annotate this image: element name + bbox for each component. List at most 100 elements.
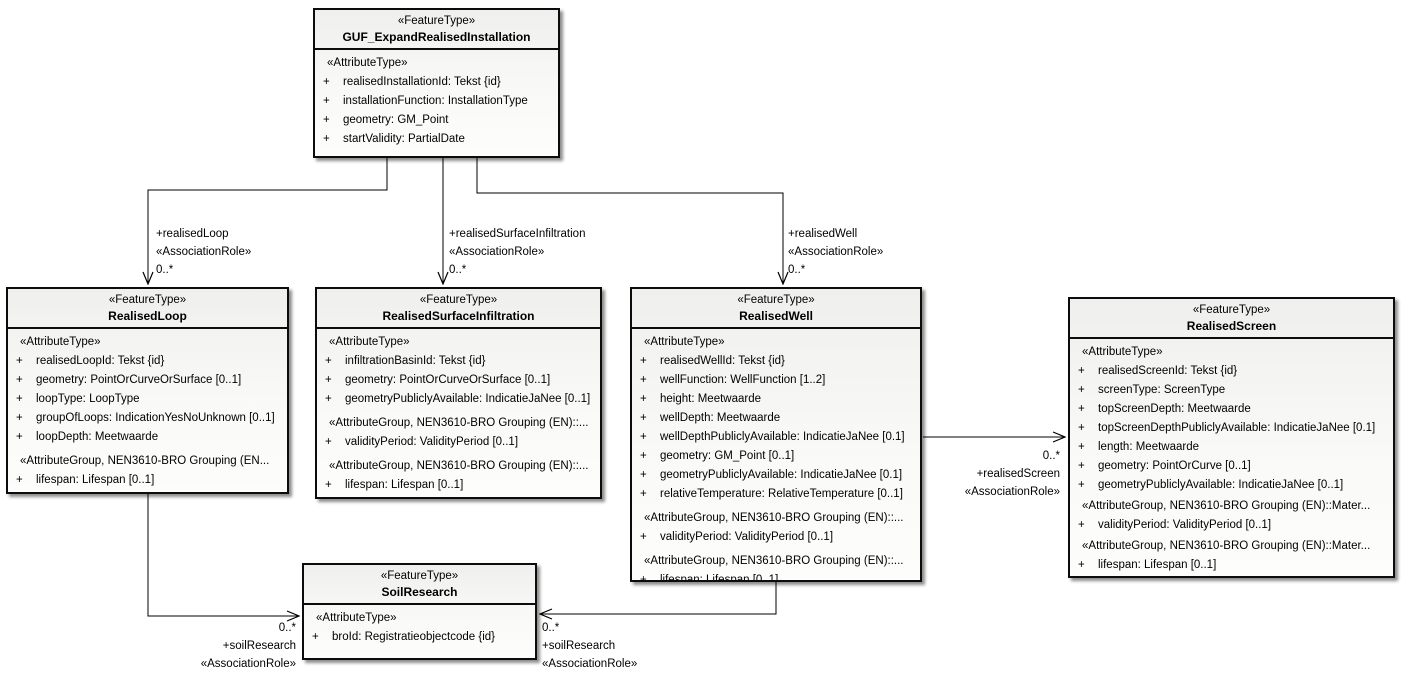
stereotype-row: «AttributeGroup, NEN3610-BRO Grouping (E… (317, 414, 598, 433)
attribute-text: validityPeriod: ValidityPeriod [0..1] (660, 531, 834, 543)
visibility-plus: + (325, 479, 332, 491)
visibility-plus: + (16, 355, 23, 367)
visibility-plus: + (1078, 479, 1085, 491)
attribute-row: + validityPeriod: ValidityPeriod [0..1] (632, 528, 918, 547)
class-realised-loop[interactable]: «FeatureType» RealisedLoop «AttributeTyp… (6, 287, 289, 494)
attribute-text: broId: Registratieobjectcode {id} (332, 631, 496, 643)
class-guf-expand-realised-installation[interactable]: «FeatureType» GUF_ExpandRealisedInstalla… (313, 8, 560, 158)
attribute-text: validityPeriod: ValidityPeriod [0..1] (1098, 519, 1272, 531)
association-label-realised-surface-infiltration: +realisedSurfaceInfiltration «Associatio… (449, 225, 585, 279)
attribute-row: +geometryPubliclyAvailable: IndicatieJaN… (632, 466, 918, 485)
visibility-plus: + (16, 374, 23, 386)
attribute-text: lifespan: Lifespan [0..1] (660, 574, 779, 582)
visibility-plus: + (1078, 365, 1085, 377)
multiplicity: 0..* (449, 264, 467, 276)
attribute-row: +realisedWellId: Tekst {id} (632, 352, 918, 371)
association-label-soil-research-left: 0..* +soilResearch «AssociationRole» (201, 619, 296, 673)
class-realised-screen[interactable]: «FeatureType» RealisedScreen «AttributeT… (1068, 297, 1395, 578)
visibility-plus: + (640, 355, 647, 367)
class-name: RealisedSurfaceInfiltration (382, 309, 535, 323)
attribute-compartment: «AttributeType»+realisedScreenId: Tekst … (1070, 339, 1393, 575)
connector-soil-research-left (147, 493, 299, 616)
attribute-row: +lifespan: Lifespan [0..1] (8, 471, 285, 490)
attribute-text: infiltrationBasinId: Tekst {id} (345, 355, 486, 367)
stereotype-text: «AttributeGroup, NEN3610-BRO Grouping (E… (329, 417, 589, 429)
visibility-plus: + (640, 431, 647, 443)
attribute-row: + geometry: PointOrCurve [0..1] (1070, 457, 1391, 476)
role-name: +realisedSurfaceInfiltration (449, 228, 586, 240)
class-name: SoilResearch (381, 585, 458, 599)
attribute-text: geometry: PointOrCurve [0..1] (1098, 460, 1251, 472)
attribute-row: + geometry: PointOrCurveOrSurface [0..1] (8, 371, 285, 390)
attribute-text: startValidity: PartialDate (343, 133, 465, 145)
class-name: RealisedLoop (108, 309, 187, 323)
stereotype-row: «AttributeGroup, NEN3610-BRO Grouping (E… (1070, 497, 1391, 516)
visibility-plus: + (1078, 441, 1085, 453)
attribute-row: + wellDepthPubliclyAvailable: IndicatieJa… (632, 428, 918, 447)
visibility-plus: + (640, 450, 647, 462)
visibility-plus: + (640, 412, 647, 424)
attribute-text: loopDepth: Meetwaarde (36, 431, 159, 443)
class-soil-research[interactable]: «FeatureType» SoilResearch «AttributeTyp… (302, 563, 537, 660)
role-stereotype: «AssociationRole» (200, 658, 296, 670)
attribute-text: geometry: PointOrCurveOrSurface [0..1] (36, 374, 242, 386)
stereotype-text: «AttributeGroup, NEN3610-BRO Grouping (E… (20, 455, 270, 467)
attribute-row: +topScreenDepth: Meetwaarde (1070, 400, 1391, 419)
stereotype-row: «AttributeGroup, NEN3610-BRO Grouping (E… (632, 552, 918, 571)
class-title: «FeatureType» RealisedScreen (1070, 299, 1393, 339)
visibility-plus: + (640, 531, 647, 543)
attribute-row: +length: Meetwaarde (1070, 438, 1391, 457)
visibility-plus: + (1078, 384, 1085, 396)
visibility-plus: + (325, 393, 332, 405)
role-stereotype: «AssociationRole» (156, 246, 252, 258)
attribute-text: topScreenDepthPubliclyAvailable: Indicat… (1098, 422, 1376, 434)
visibility-plus: + (640, 374, 647, 386)
attribute-text: wellDepthPubliclyAvailable: IndicatieJaN… (660, 431, 905, 443)
attribute-text: geometry: GM_Point [0..1] (660, 450, 795, 462)
class-stereotype: «FeatureType» (397, 15, 476, 27)
attribute-text: loopType: LoopType (36, 393, 140, 405)
association-label-realised-loop: +realisedLoop «AssociationRole» 0..* (156, 225, 251, 279)
stereotype-row: «AttributeGroup, NEN3610-BRO Grouping (E… (8, 452, 285, 471)
class-title: «FeatureType» RealisedLoop (8, 289, 287, 329)
attribute-compartment: «AttributeType»+realisedWellId: Tekst {i… (632, 329, 920, 582)
stereotype-text: «AttributeGroup, NEN3610-BRO Grouping (E… (644, 512, 904, 524)
attribute-text: geometryPubliclyAvailable: IndicatieJaNe… (660, 469, 903, 481)
visibility-plus: + (1078, 519, 1085, 531)
visibility-plus: + (323, 133, 330, 145)
stereotype-row: «AttributeType» (8, 333, 285, 352)
visibility-plus: + (1078, 559, 1085, 571)
multiplicity: 0..* (1042, 450, 1060, 462)
class-realised-well[interactable]: «FeatureType» RealisedWell «AttributeTyp… (630, 287, 922, 582)
class-realised-surface-infiltration[interactable]: «FeatureType» RealisedSurfaceInfiltratio… (315, 287, 602, 499)
visibility-plus: + (1078, 460, 1085, 472)
class-title: «FeatureType» SoilResearch (304, 565, 535, 605)
stereotype-text: «AttributeGroup, NEN3610-BRO Grouping (E… (644, 555, 904, 567)
stereotype-text: «AttributeType» (316, 612, 397, 624)
attribute-row: +loopType: LoopType (8, 390, 285, 409)
attribute-row: +infiltrationBasinId: Tekst {id} (317, 352, 598, 371)
attribute-text: lifespan: Lifespan [0..1] (1098, 559, 1217, 571)
stereotype-row: «AttributeGroup, NEN3610-BRO Grouping (E… (317, 457, 598, 476)
stereotype-text: «AttributeGroup, NEN3610-BRO Grouping (E… (1082, 540, 1371, 552)
attribute-row: +groupOfLoops: IndicationYesNoUnknown [0… (8, 409, 285, 428)
attribute-row: +wellDepth: Meetwaarde (632, 409, 918, 428)
visibility-plus: + (312, 631, 319, 643)
role-name: +realisedLoop (156, 228, 229, 240)
multiplicity: 0..* (542, 622, 560, 634)
class-stereotype: «FeatureType» (380, 570, 459, 582)
attribute-row: +geometryPubliclyAvailable: IndicatieJaN… (1070, 476, 1391, 495)
class-name: GUF_ExpandRealisedInstallation (342, 30, 531, 44)
class-title: «FeatureType» GUF_ExpandRealisedInstalla… (315, 10, 558, 50)
stereotype-text: «AttributeType» (1082, 346, 1163, 358)
attribute-row: +geometry: PointOrCurveOrSurface [0..1] (317, 371, 598, 390)
stereotype-row: «AttributeGroup, NEN3610-BRO Grouping (E… (632, 509, 918, 528)
attribute-row: +relativeTemperature: RelativeTemperatur… (632, 485, 918, 504)
stereotype-text: «AttributeType» (329, 336, 410, 348)
attribute-text: relativeTemperature: RelativeTemperature… (660, 488, 903, 500)
visibility-plus: + (1078, 403, 1085, 415)
attribute-compartment: «AttributeType»+realisedInstallationId: … (315, 50, 558, 149)
stereotype-text: «AttributeGroup, NEN3610-BRO Grouping (E… (1082, 500, 1371, 512)
class-stereotype: «FeatureType» (419, 294, 498, 306)
attribute-text: geometry: PointOrCurveOrSurface [0..1] (345, 374, 551, 386)
